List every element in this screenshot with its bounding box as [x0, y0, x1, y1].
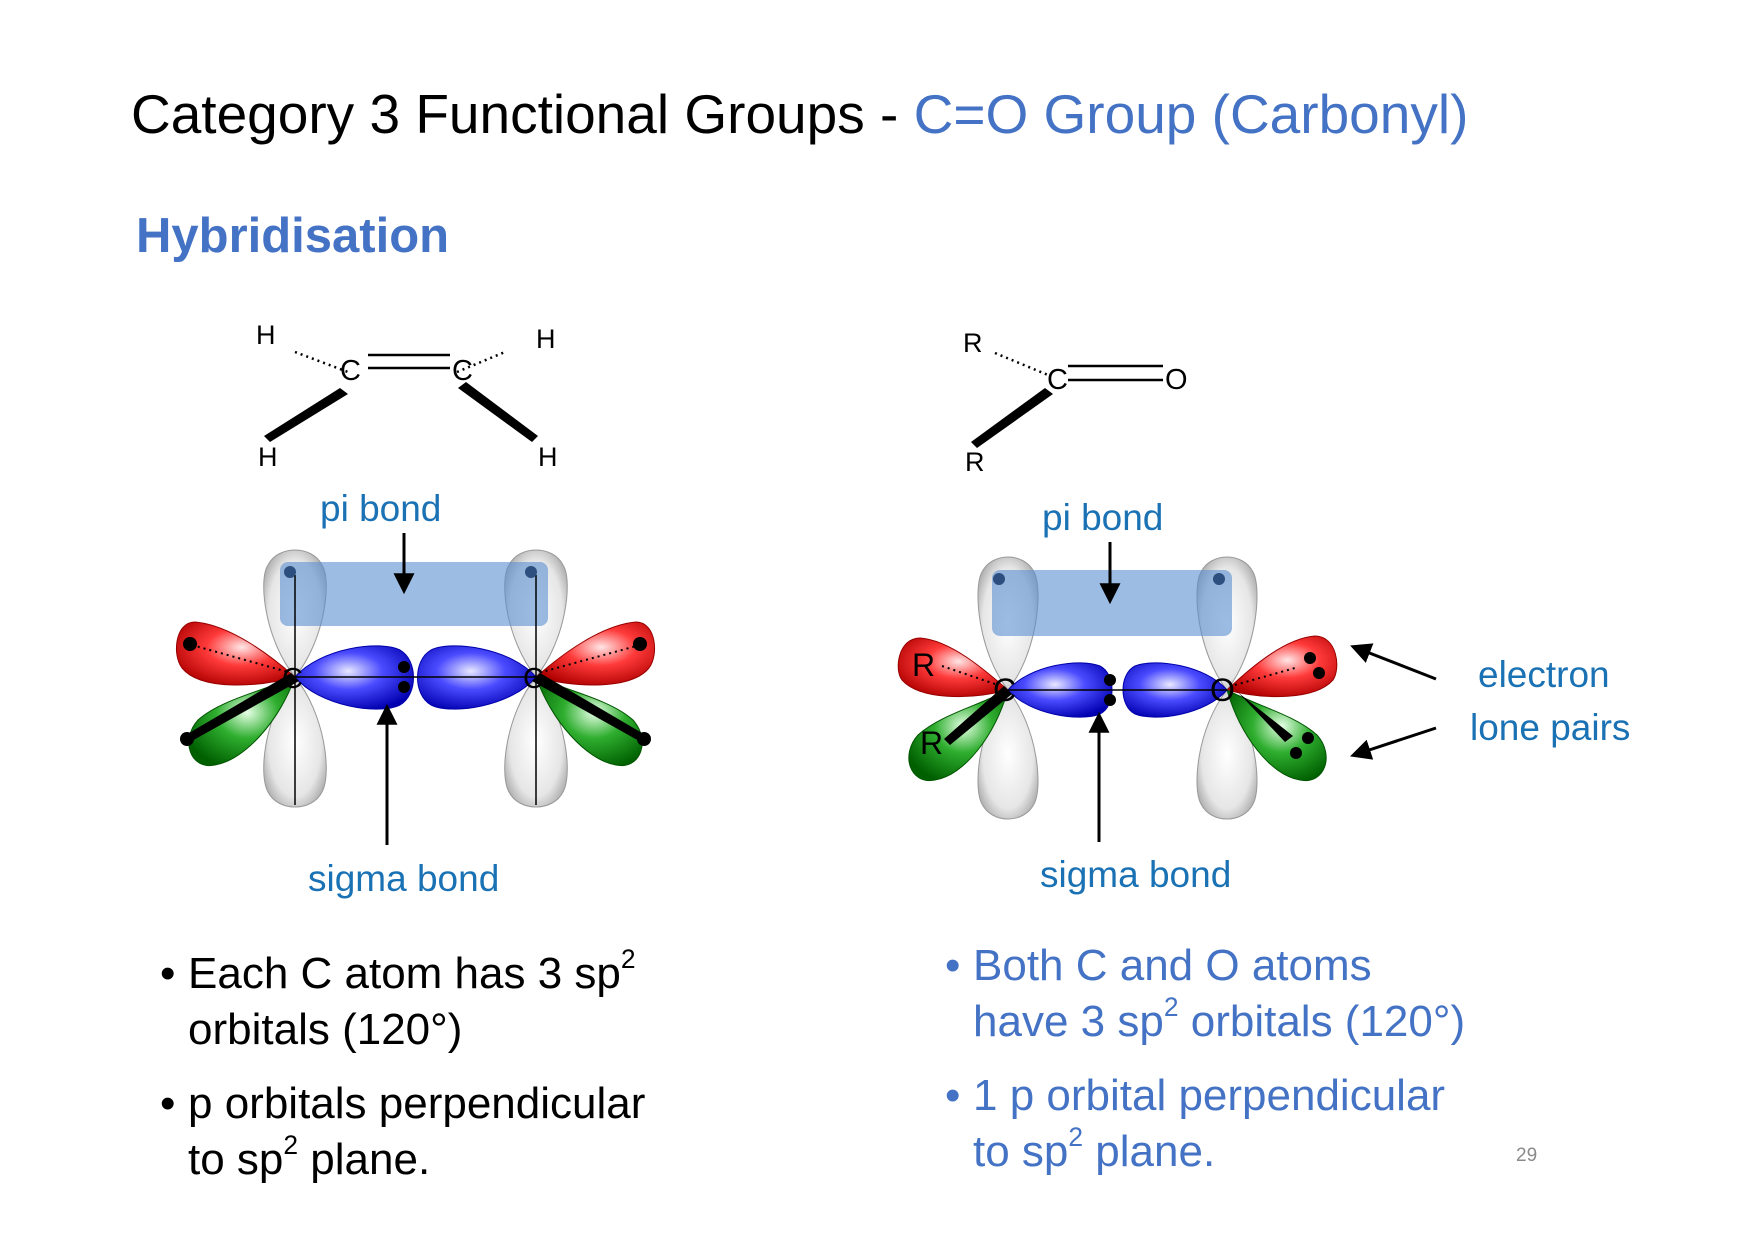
bullet-line2-post: plane.	[298, 1135, 431, 1184]
bullet-line2-pre: have 3 sp	[973, 997, 1164, 1046]
electron-dot	[1104, 674, 1116, 686]
atom-h: H	[538, 442, 558, 472]
sp2-orbital-green-left	[188, 676, 296, 766]
bullet-line2-pre: to sp	[973, 1127, 1069, 1176]
wedge-bond-r	[944, 686, 1012, 745]
p-electron-dot	[525, 566, 537, 578]
atom-r: R	[963, 328, 983, 358]
bullet-item: • p orbitals perpendicular to sp2 plane.	[160, 1076, 720, 1188]
hashed-bond-red-right	[541, 644, 641, 673]
bullet-text: p orbitals perpendicular to sp2 plane.	[188, 1076, 645, 1188]
atom-c: C	[282, 663, 303, 695]
ethene-structure: H H H H C C	[256, 320, 558, 472]
bullet-line1: Each C atom has 3 sp	[188, 949, 621, 998]
superscript: 2	[1068, 1122, 1084, 1153]
atom-r: R	[965, 447, 985, 477]
lone-pair-arrow-lower	[1350, 726, 1437, 760]
atom-r: R	[912, 647, 935, 683]
pi-bond-label-right: pi bond	[1042, 497, 1164, 538]
wedge-bond-green-left	[184, 673, 299, 742]
wedge-bond-bottom-left	[264, 388, 348, 442]
carbonyl-orbital-diagram: R R C O	[897, 542, 1437, 842]
bullet-line2-post: plane.	[1083, 1127, 1216, 1176]
sp2-orbital-red-right	[534, 621, 656, 686]
lone-pair-electron-dot	[1290, 747, 1302, 759]
bullet-item: • 1 p orbital perpendicular to sp2 plane.	[945, 1068, 1545, 1180]
lone-pair-electron-dot	[1304, 652, 1316, 664]
sp2-orbital-red-left	[175, 621, 297, 686]
bullet-line1: 1 p orbital perpendicular	[973, 1071, 1446, 1120]
wedge-bond-r	[971, 388, 1053, 448]
title-highlight: C=O Group (Carbonyl)	[913, 83, 1469, 145]
bullet-glyph: •	[160, 1079, 176, 1128]
bullet-text: 1 p orbital perpendicular to sp2 plane.	[973, 1068, 1445, 1180]
atom-c: C	[993, 672, 1016, 708]
p-electron-dot	[284, 566, 296, 578]
bullet-line2-post: orbitals (120°)	[1178, 997, 1466, 1046]
superscript: 2	[620, 944, 636, 975]
wedge-bond-bottom-right	[458, 382, 538, 442]
hashed-bond-top-right	[456, 350, 506, 374]
electron-dot	[637, 732, 651, 746]
title-prefix: Category 3 Functional Groups -	[131, 83, 914, 145]
sigma-bond-label-left: sigma bond	[308, 858, 500, 899]
lone-pairs-label-line2: lone pairs	[1470, 707, 1631, 748]
bullet-glyph: •	[160, 949, 176, 998]
lone-pair-arrow-upper	[1350, 643, 1437, 681]
electron-dot	[183, 637, 197, 651]
page-number: 29	[1516, 1145, 1538, 1166]
bullet-glyph: •	[945, 941, 961, 990]
bullet-item: • Each C atom has 3 sp2 orbitals (120°)	[160, 946, 720, 1058]
hashed-bond-r	[994, 351, 1049, 377]
electron-dot	[1104, 694, 1116, 706]
section-subtitle: Hybridisation	[136, 209, 450, 263]
pi-overlap-region	[992, 570, 1232, 636]
bullet-glyph: •	[945, 1071, 961, 1120]
lone-pair-orbital-red	[1226, 635, 1338, 697]
lone-pairs-label-line1: electron	[1478, 654, 1610, 695]
ethene-orbital-diagram: C C	[175, 533, 656, 845]
wedge-bond-lone-pair	[1232, 686, 1293, 742]
bullet-text: Both C and O atoms have 3 sp2 orbitals (1…	[973, 938, 1465, 1050]
atom-o: O	[1165, 364, 1188, 396]
electron-dot	[633, 637, 647, 651]
atom-r: R	[920, 725, 943, 761]
sigma-bond-label-right: sigma bond	[1040, 854, 1232, 895]
electron-dot	[180, 732, 194, 746]
hashed-bond-red-left	[191, 644, 289, 673]
sp2-orbital-red-c	[897, 637, 1010, 697]
atom-h: H	[536, 324, 556, 354]
lone-pair-electron-dot	[1313, 667, 1325, 679]
page-title: Category 3 Functional Groups - C=O Group…	[131, 82, 1468, 146]
superscript: 2	[1163, 992, 1179, 1023]
hashed-bond-lone-pair	[1234, 667, 1296, 686]
bullet-line2: orbitals (120°)	[188, 1005, 463, 1054]
atom-c: C	[452, 355, 473, 387]
bullet-text: Each C atom has 3 sp2 orbitals (120°)	[188, 946, 636, 1058]
electron-dot	[398, 681, 410, 693]
atom-c: C	[1047, 364, 1068, 396]
atom-c: C	[523, 663, 544, 695]
bullet-item: • Both C and O atoms have 3 sp2 orbitals …	[945, 938, 1545, 1050]
superscript: 2	[283, 1130, 299, 1161]
pi-bond-label-left: pi bond	[320, 488, 442, 529]
wedge-bond-green-right	[532, 673, 647, 742]
lone-pair-orbital-green	[1226, 688, 1327, 781]
p-electron-dot	[1213, 573, 1225, 585]
atom-h: H	[258, 442, 278, 472]
electron-dot	[398, 661, 410, 673]
sp2-orbital-green-right	[535, 676, 643, 766]
atom-c: C	[340, 355, 361, 387]
lone-pair-electron-dot	[1302, 732, 1314, 744]
bullet-line2-pre: to sp	[188, 1135, 284, 1184]
hashed-bond-r	[941, 665, 999, 686]
pi-overlap-region	[280, 562, 548, 626]
atom-h: H	[256, 320, 276, 350]
bullet-line1: p orbitals perpendicular	[188, 1079, 646, 1128]
p-electron-dot	[993, 573, 1005, 585]
carbonyl-structure: R R C O	[963, 328, 1188, 477]
bullet-line1: Both C and O atoms	[973, 941, 1372, 990]
atom-o: O	[1210, 672, 1235, 708]
